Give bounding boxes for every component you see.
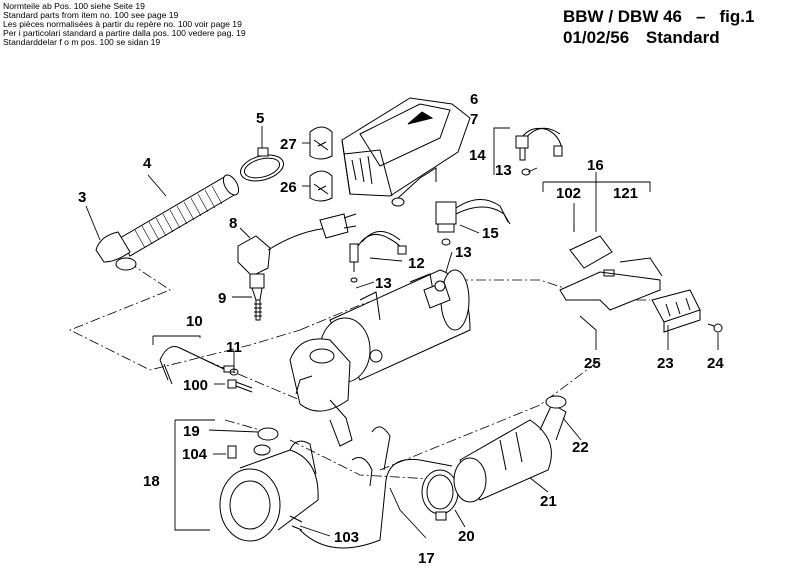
note-line-fr: Les pièces normalisées à partir du repèr… <box>3 19 242 30</box>
label-18: 18 <box>143 473 160 490</box>
label-12: 12 <box>408 255 425 272</box>
label-104: 104 <box>182 446 208 463</box>
note-line-de: Normteile ab Pos. 100 siehe Seite 19 <box>3 1 145 11</box>
label-25: 25 <box>584 355 601 372</box>
label-24: 24 <box>707 355 724 372</box>
combustion-air-hose <box>95 174 240 271</box>
exhaust-clip <box>545 395 567 409</box>
label-16: 16 <box>587 157 604 174</box>
flame-sensor <box>249 273 265 321</box>
label-103: 103 <box>334 529 359 546</box>
exhaust-muffler <box>453 403 567 503</box>
heat-exchanger <box>319 269 471 383</box>
label-14: 14 <box>469 147 486 164</box>
wiring-harness <box>299 426 453 549</box>
label-13b: 13 <box>455 244 472 261</box>
grommet-26 <box>309 170 333 202</box>
temperature-sensor <box>435 199 511 246</box>
label-7: 7 <box>470 111 478 128</box>
label-8: 8 <box>229 215 237 232</box>
model-name: BBW / DBW 46 <box>563 7 682 26</box>
label-13c: 13 <box>375 275 392 292</box>
exhaust-clamp <box>421 469 459 521</box>
label-11: 11 <box>226 339 242 356</box>
washer-11 <box>229 368 239 376</box>
note-line-sv: Standarddelar f o m pos. 100 se sidan 19 <box>3 37 161 48</box>
label-4: 4 <box>143 155 152 172</box>
label-17: 17 <box>418 550 435 567</box>
figure-variant: Standard <box>645 28 720 47</box>
label-100: 100 <box>183 377 208 394</box>
power-connector <box>237 213 357 277</box>
terminal-block <box>651 289 701 333</box>
title-dash: – <box>696 7 706 26</box>
label-9: 9 <box>218 290 226 307</box>
mounting-bracket <box>559 235 663 311</box>
label-27: 27 <box>280 136 297 153</box>
combustion-air-blower <box>219 440 319 542</box>
label-10: 10 <box>186 313 203 330</box>
part-number-labels: 3 4 5 6 7 8 9 10 11 12 13 13 13 14 15 16… <box>78 91 724 567</box>
burner-head <box>289 338 353 447</box>
label-23: 23 <box>657 355 674 372</box>
label-15: 15 <box>482 225 499 242</box>
label-5: 5 <box>256 110 264 127</box>
note-line-it: Per i particolari standard a partire dal… <box>3 28 246 39</box>
figure-date: 01/02/56 <box>563 28 630 47</box>
label-26: 26 <box>280 179 297 196</box>
note-line-en: Standard parts from item no. 100 see pag… <box>3 10 179 21</box>
ignition-cable <box>159 346 235 385</box>
screw-100 <box>227 379 253 393</box>
label-3: 3 <box>78 189 86 206</box>
glow-plug-harness <box>349 231 407 283</box>
grommet-27 <box>309 126 333 160</box>
leader-lines <box>85 111 719 539</box>
screw-24 <box>707 323 723 333</box>
figure-title: BBW / DBW 46 – fig.1 01/02/56 Standard <box>563 6 754 48</box>
label-22: 22 <box>572 439 589 456</box>
hose-clamp <box>240 147 284 182</box>
label-19: 19 <box>183 423 200 440</box>
label-13a: 13 <box>495 162 512 179</box>
label-21: 21 <box>540 493 557 510</box>
figure-number: fig.1 <box>719 7 755 26</box>
standard-parts-note: Normteile ab Pos. 100 siehe Seite 19 Sta… <box>3 1 246 48</box>
label-121: 121 <box>613 185 638 202</box>
label-6: 6 <box>470 91 478 108</box>
gasket-19 <box>257 427 279 441</box>
overheat-sensor-cable <box>515 127 563 176</box>
label-20: 20 <box>458 528 475 545</box>
label-102: 102 <box>556 185 581 202</box>
heater-casing <box>341 97 471 207</box>
